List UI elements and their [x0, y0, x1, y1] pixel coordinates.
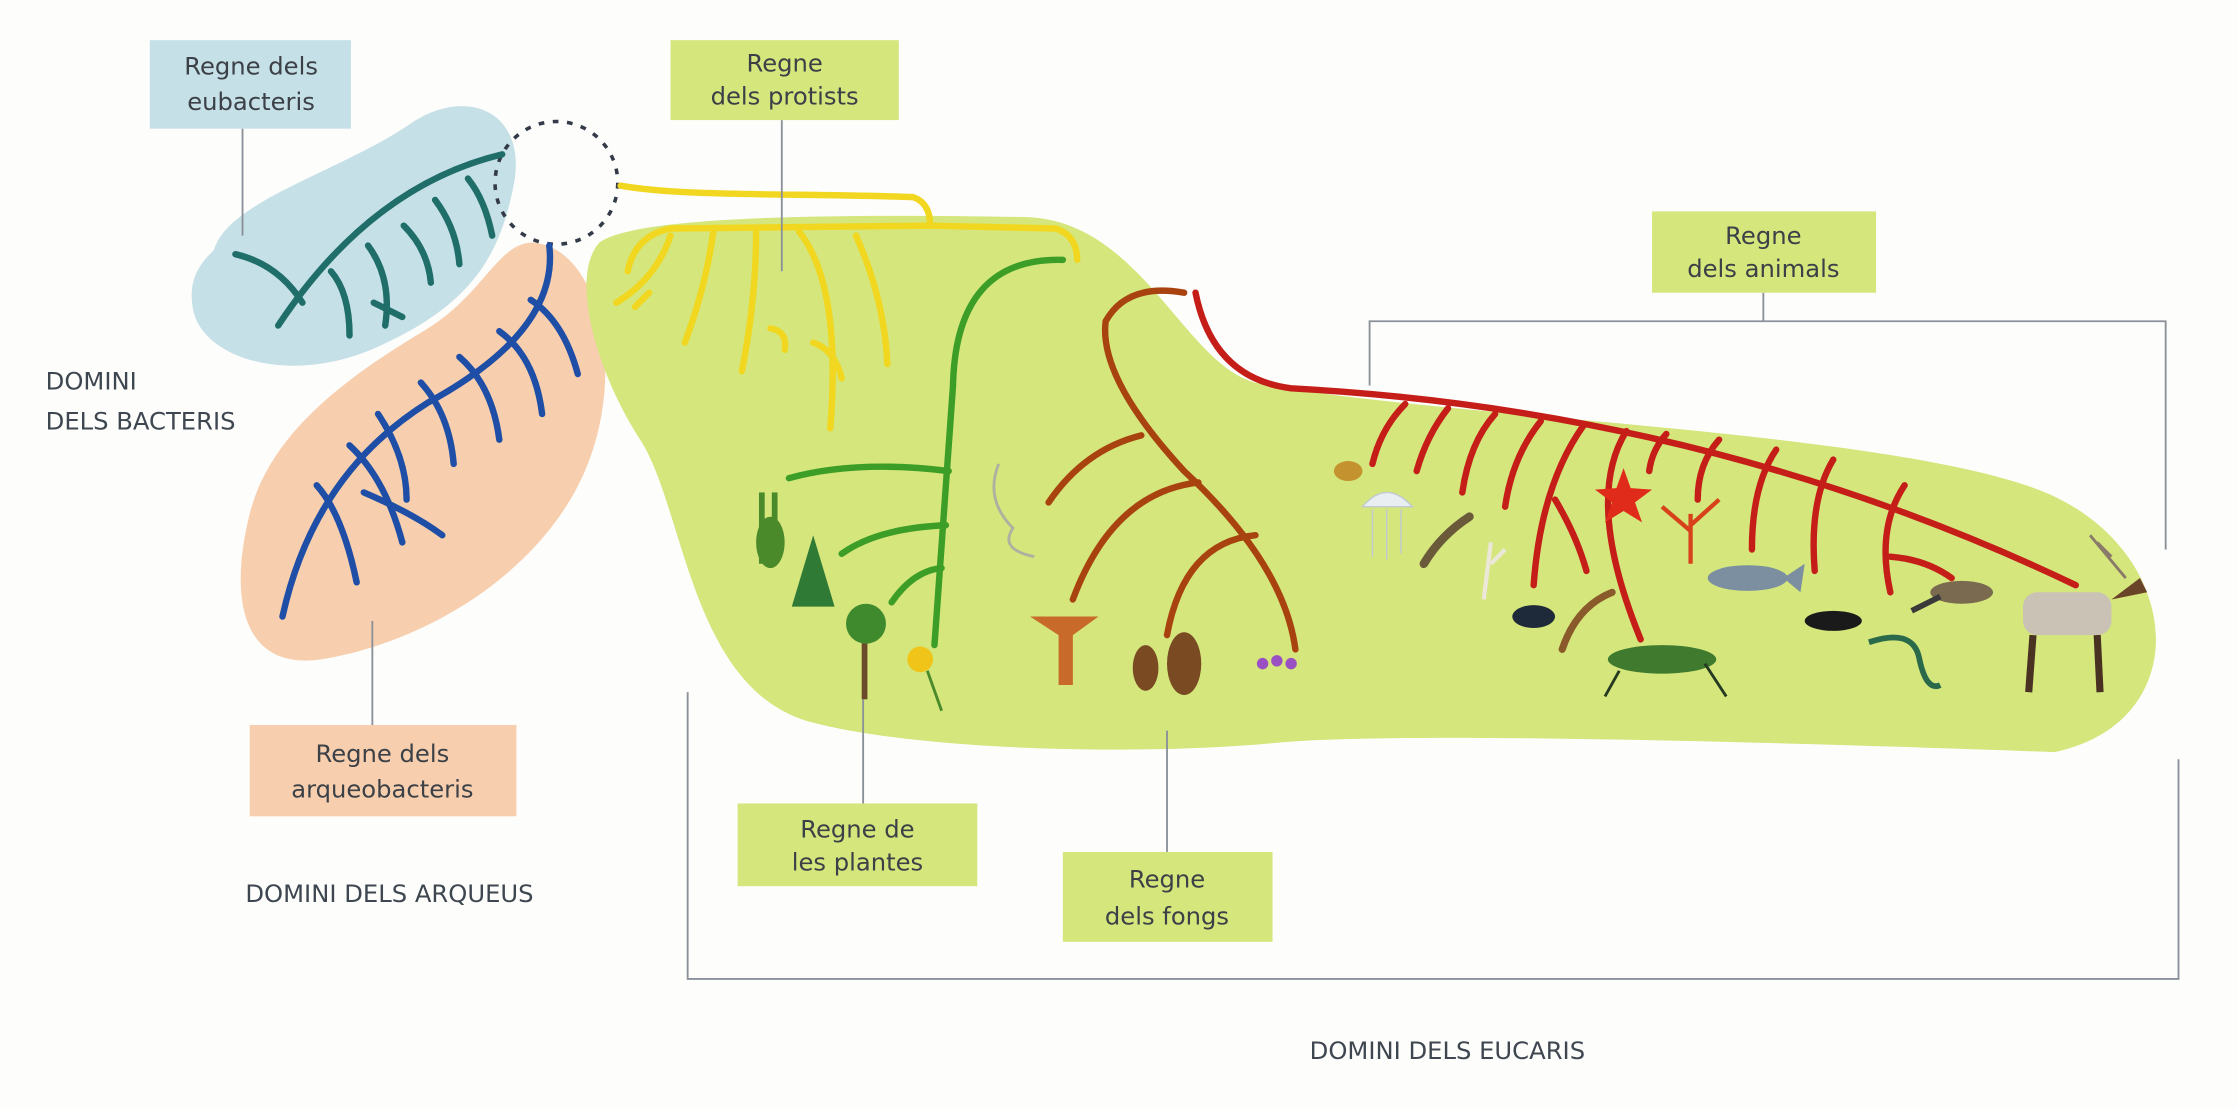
bird-icon: [1910, 580, 1994, 614]
tree-icon: [846, 603, 886, 700]
jellyfish-icon: [1360, 491, 1414, 560]
domain-arqueus: DOMINI DELS ARQUEUS: [245, 879, 533, 908]
domain-eucaris: DOMINI DELS EUCARIS: [1310, 1036, 1585, 1065]
morel-icon: [1132, 632, 1202, 696]
common-ancestor-circle: [493, 119, 620, 246]
eukarya-bracket: [686, 692, 2180, 980]
sponge-icon: [1333, 461, 1363, 482]
chive-flower-icon: [1256, 655, 1297, 670]
elk-icon: [2023, 534, 2148, 693]
tuna-fish-icon: [1707, 563, 1805, 593]
earthworm-icon: [1558, 588, 1616, 653]
sunflower-icon: [907, 646, 943, 712]
algae-icon: [992, 463, 1035, 559]
salamander-icon: [1804, 610, 1862, 631]
coral-icon: [1481, 542, 1507, 600]
animal-bracket: [1368, 292, 2167, 550]
snake-icon: [1868, 634, 1942, 690]
eubacteria-tree: [232, 151, 506, 339]
chanterelle-icon: [1030, 616, 1099, 686]
red-coral-icon: [1660, 497, 1721, 564]
protist-tree: [613, 222, 934, 432]
eukarya-stem: [617, 182, 1081, 264]
plant-tree: [785, 256, 1067, 649]
fern-icon: [791, 535, 835, 607]
archaea-tree: [279, 242, 582, 620]
eukarya-region: [586, 215, 2156, 753]
fungi-tree: [1045, 287, 1299, 653]
grasshopper-icon: [1603, 645, 1728, 698]
mussel-icon: [1512, 605, 1556, 628]
flatworm-icon: [1419, 512, 1474, 569]
starfish-icon: [1595, 468, 1653, 523]
moss-icon: [756, 492, 785, 569]
animal-tree: [1192, 289, 2079, 643]
